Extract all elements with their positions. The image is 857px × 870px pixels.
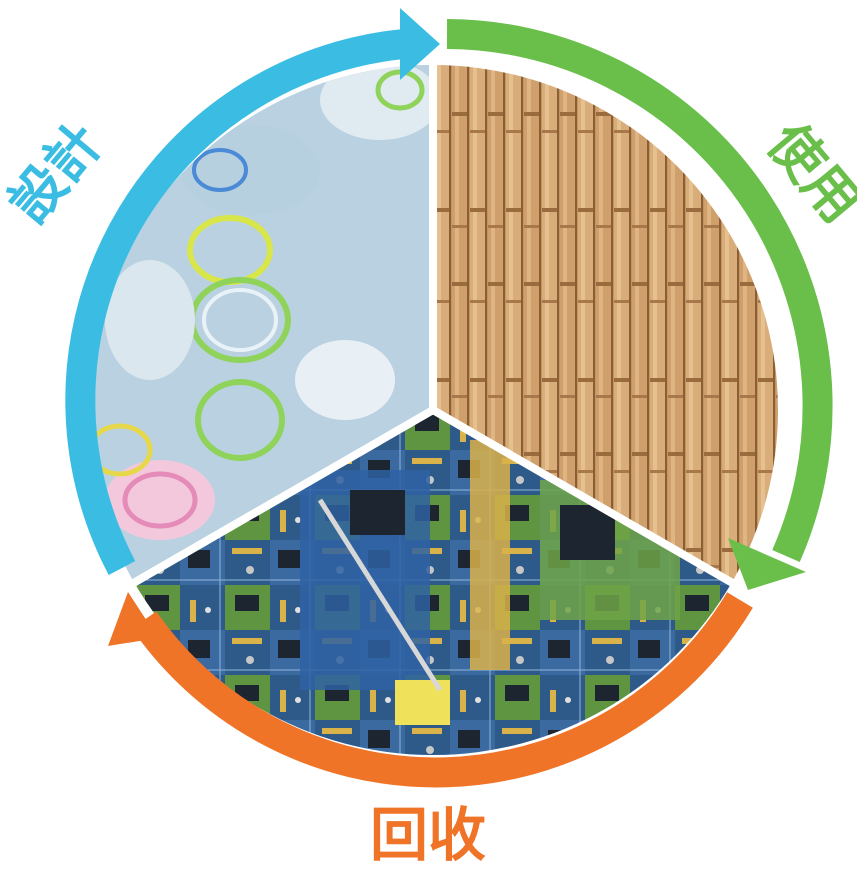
use-arrow — [446, 19, 833, 590]
design-label: 設計 — [0, 111, 115, 234]
recycle-label: 回收 — [370, 801, 486, 869]
recycle-arrow — [108, 592, 753, 788]
segment-dividers — [127, 60, 739, 589]
design-arrow — [65, 8, 440, 576]
